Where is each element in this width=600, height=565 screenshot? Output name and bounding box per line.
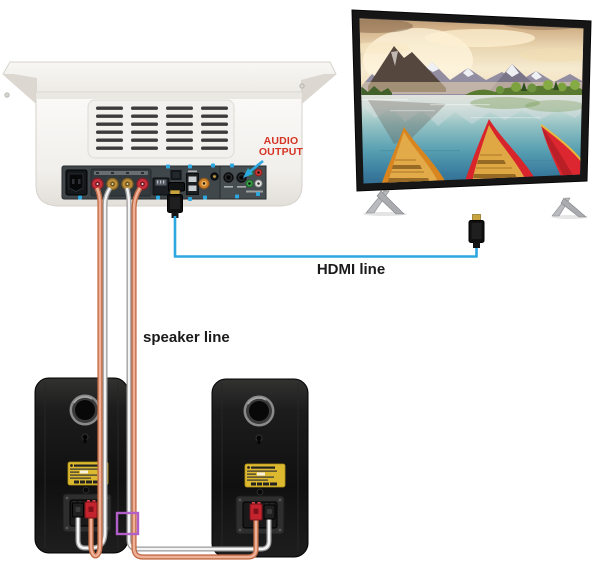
coaxial-jack xyxy=(198,172,219,190)
keyhole-right xyxy=(255,434,263,444)
audio-output-line1: AUDIO xyxy=(263,135,299,147)
canoe-middle xyxy=(462,119,541,184)
tv xyxy=(351,9,592,219)
rear-port-panel xyxy=(61,163,267,203)
binding-post-gold-1 xyxy=(106,177,119,191)
tv-screen xyxy=(359,18,584,184)
speaker-right xyxy=(211,378,309,558)
terminal-clip-black-left xyxy=(72,501,84,518)
binding-post-red-1 xyxy=(91,177,104,191)
optical-port xyxy=(169,169,183,181)
canoe-right xyxy=(540,124,584,183)
power-inlet xyxy=(65,169,88,196)
spec-label-right xyxy=(244,463,286,488)
screw-left xyxy=(82,486,90,494)
media-player xyxy=(2,61,337,218)
device-hdmi-connector xyxy=(167,190,183,218)
binding-post-red-2 xyxy=(136,177,149,191)
canoe-left xyxy=(379,127,450,184)
ethernet-port xyxy=(152,177,170,196)
terminal-clip-red-right xyxy=(249,502,263,521)
tv-hdmi-connector xyxy=(468,214,485,248)
bass-port-right xyxy=(243,395,275,427)
keyhole-left xyxy=(81,433,89,443)
screw-right xyxy=(256,488,264,496)
vent-grille xyxy=(87,99,235,159)
flange-screw-left xyxy=(4,92,10,98)
audio-output-label: AUDIO OUTPUT xyxy=(243,136,319,158)
headphone-jacks xyxy=(222,171,248,188)
tv-stand-right xyxy=(551,197,587,218)
audio-output-callout-arrow xyxy=(243,159,264,178)
terminal-clip-red-left xyxy=(84,500,98,519)
hdmi-cable xyxy=(173,216,478,258)
tv-scene-lake-canoes xyxy=(359,18,584,184)
usb-ports xyxy=(186,170,199,195)
highlight-box xyxy=(115,511,140,536)
hdmi-line-label: HDMI line xyxy=(316,261,386,278)
speaker-binding-posts xyxy=(90,168,152,197)
bass-port-left xyxy=(69,394,101,426)
audio-output-line2: OUTPUT xyxy=(258,146,304,158)
hdmi-port xyxy=(168,182,185,192)
tv-stand-left xyxy=(365,190,405,215)
speaker-line-label: speaker line xyxy=(143,329,230,346)
speaker-left xyxy=(34,377,129,554)
port-callout-dots xyxy=(78,163,260,203)
terminal-clip-black-right xyxy=(263,503,276,520)
terminal-clips xyxy=(72,500,276,521)
flange-screw-right xyxy=(299,83,305,89)
